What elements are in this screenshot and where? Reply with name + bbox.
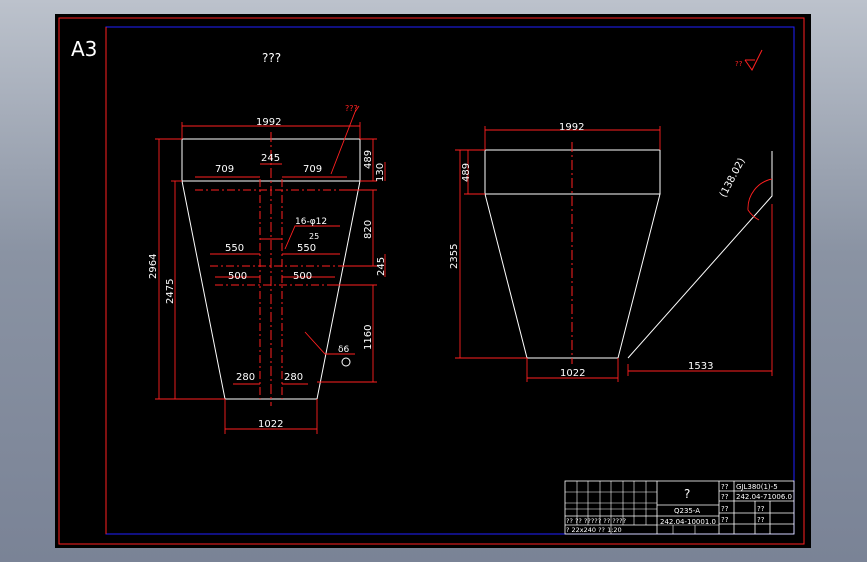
title-label-3: ?? <box>721 505 729 513</box>
front-dim-row1-right: 550 <box>297 243 316 254</box>
title-part-name: ? <box>684 487 690 501</box>
front-dim-center-gap: 245 <box>261 153 280 164</box>
front-dim-row1-left: 550 <box>225 243 244 254</box>
front-dim-bottom-right: 280 <box>284 372 303 383</box>
title-assembly-drawing: 242.04-71006.0 <box>736 493 792 501</box>
front-dim-row-spacing: 245 <box>376 257 387 276</box>
side-dim-angle: (138.02) <box>718 156 748 199</box>
title-label-5: ?? <box>757 505 765 513</box>
roughness-symbol: ?? <box>735 49 763 71</box>
side-dim-bottom-width: 1022 <box>560 368 585 379</box>
front-leader-label: ??? <box>345 104 358 113</box>
side-dim-total-height: 2355 <box>449 244 460 269</box>
front-dim-total-height: 2964 <box>148 254 159 279</box>
title-material: Q235-A <box>674 507 700 515</box>
sheet-size-label: A3 <box>71 37 97 61</box>
front-view: 1992 ??? 709 245 709 16-φ12 25 550 550 5… <box>148 104 387 434</box>
front-dim-lip: 130 <box>375 163 386 182</box>
outer-border <box>58 17 805 545</box>
drawing-canvas[interactable]: A3 ??? ?? <box>55 14 811 548</box>
thickness-marker <box>341 357 351 367</box>
front-dim-top-height: 489 <box>363 150 374 169</box>
title-label-1: ?? <box>721 483 729 491</box>
title-designer-row: ? 22x240 ?? 1:20 <box>566 526 622 534</box>
drawing-title: ??? <box>262 51 281 65</box>
front-dim-row2-left: 500 <box>228 271 247 282</box>
front-dim-thickness: δ6 <box>338 345 350 355</box>
side-dim-top-width: 1992 <box>559 122 584 133</box>
title-row-header: ?? ?? ????? ?? ???? <box>566 517 626 525</box>
title-label-6: ?? <box>757 516 765 524</box>
title-assembly-code: GJL380(1)-5 <box>736 483 778 491</box>
front-dim-hole-pitch: 25 <box>309 232 319 241</box>
svg-text:??: ?? <box>735 60 743 68</box>
front-dim-lower-section: 1160 <box>363 325 374 350</box>
front-dim-left-offset: 709 <box>215 164 234 175</box>
front-dim-top-width: 1992 <box>256 117 281 128</box>
front-dim-upper-section: 820 <box>363 220 374 239</box>
title-label-4: ?? <box>721 516 729 524</box>
drawing-sheet: A3 ??? ?? <box>58 17 805 545</box>
front-dim-right-offset: 709 <box>303 164 322 175</box>
side-dim-run: 1533 <box>688 361 713 372</box>
side-view: 1992 489 2355 1022 1533 (138.02) <box>449 122 773 382</box>
inner-border <box>105 26 795 535</box>
side-dim-top-height: 489 <box>461 163 472 182</box>
title-drawing-no: 242.04-10001.0 <box>660 518 716 526</box>
front-dim-holes: 16-φ12 <box>295 217 327 227</box>
front-dim-bottom-left: 280 <box>236 372 255 383</box>
front-dim-bottom-width: 1022 <box>258 419 283 430</box>
front-dim-inner-height: 2475 <box>165 279 176 304</box>
title-block <box>564 480 795 535</box>
side-profile-line <box>627 151 773 359</box>
title-label-2: ?? <box>721 493 729 501</box>
front-dim-row2-right: 500 <box>293 271 312 282</box>
